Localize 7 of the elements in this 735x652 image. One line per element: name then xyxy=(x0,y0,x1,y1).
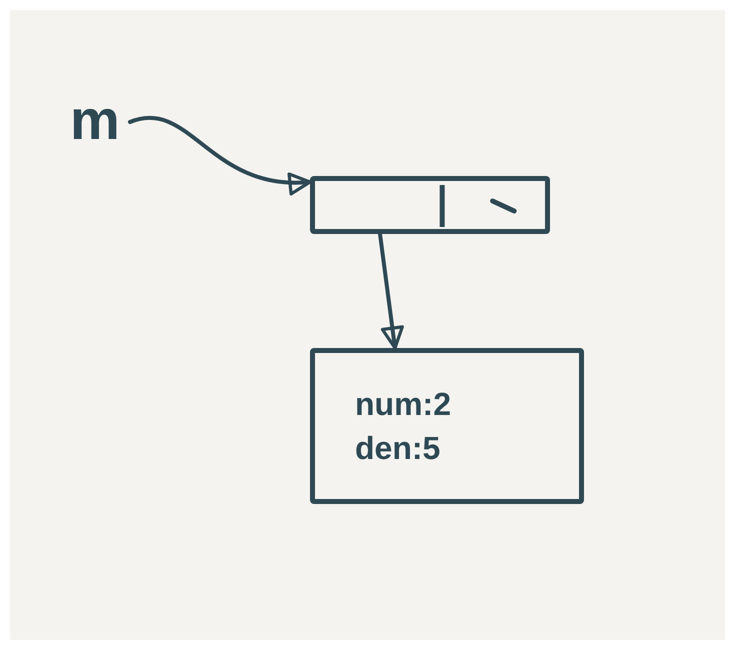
field-value: num:2 xyxy=(355,388,452,420)
variable-name: m xyxy=(70,92,120,148)
arrow xyxy=(378,232,404,350)
object-box xyxy=(310,348,584,504)
arrow xyxy=(128,116,312,194)
memory-cell xyxy=(310,176,550,234)
field-value: den:5 xyxy=(355,432,442,464)
